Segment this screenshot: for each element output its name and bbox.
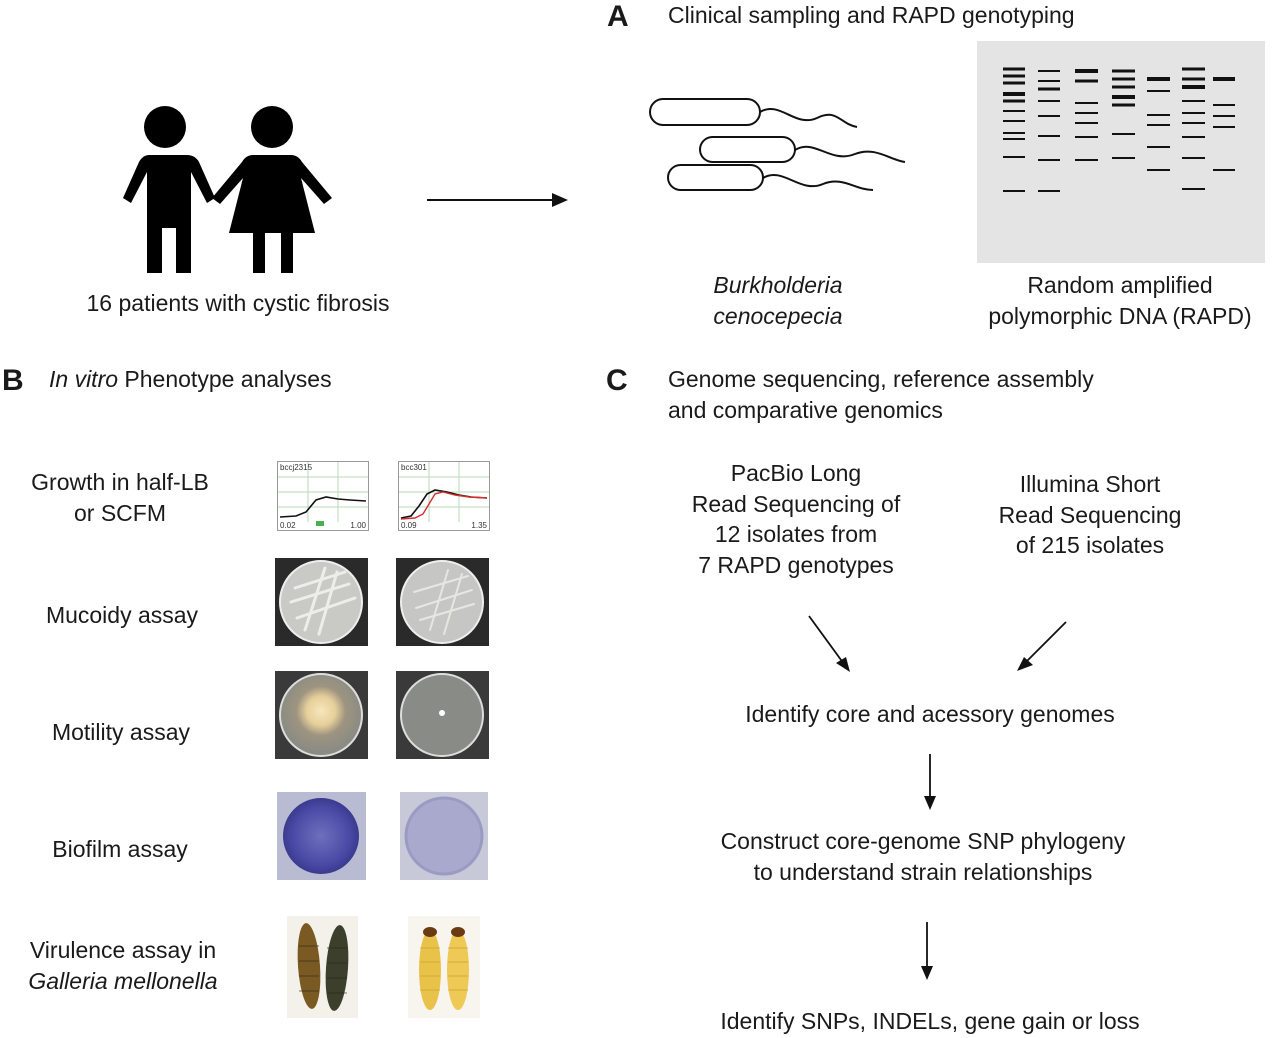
species-name-line2: cenocepecia <box>713 303 843 329</box>
step-core-accessory: Identify core and acessory genomes <box>745 701 1115 727</box>
panel-a-letter: A <box>607 0 629 33</box>
rapd-gel-image <box>977 41 1265 263</box>
illumina-line3: of 215 isolates <box>1015 532 1165 558</box>
growth-plot-2-label: bcc301 <box>401 463 427 472</box>
species-name-line1: Burkholderia <box>713 272 843 298</box>
panel-b-letter: B <box>2 364 24 397</box>
mucoidy-plate-2 <box>396 558 489 646</box>
panel-b-title: In vitro Phenotype analyses <box>49 364 332 395</box>
row-label-virulence-line2: Galleria mellonella <box>28 968 218 994</box>
step-phylogeny-line2: to understand strain relationships <box>753 859 1093 885</box>
panel-b-title-italic: In vitro <box>49 366 119 392</box>
arrow-right-icon <box>427 193 568 207</box>
patients-caption: 16 patients with cystic fibrosis <box>86 290 390 316</box>
patients-icon <box>123 106 332 273</box>
growth-plot-1-label: bccj2315 <box>280 463 313 472</box>
panel-c-title-line1: Genome sequencing, reference assembly <box>668 366 1094 392</box>
growth-plot-1: bccj2315 0.02 1.00 <box>277 461 369 531</box>
panel-c-letter: C <box>606 364 628 397</box>
growth-plot-2-xstart: 0.09 <box>401 521 417 530</box>
biofilm-well-1 <box>277 792 366 880</box>
rapd-caption-line2: polymorphic DNA (RAPD) <box>988 303 1252 329</box>
pacbio-line4: 7 RAPD genotypes <box>698 552 894 578</box>
row-label-motility: Motility assay <box>51 719 191 745</box>
growth-plot-1-xstart: 0.02 <box>280 521 296 530</box>
pacbio-line1: PacBio Long <box>730 460 862 486</box>
arrow-down-icon <box>924 754 936 810</box>
converging-arrows-icon <box>808 615 1067 672</box>
larvae-infected-image <box>287 916 358 1018</box>
row-label-growth-line2: or SCFM <box>74 500 166 526</box>
row-label-growth-line1: Growth in half-LB <box>31 469 209 495</box>
row-label-mucoidy: Mucoidy assay <box>45 602 199 628</box>
step-snps-indels: Identify SNPs, INDELs, gene gain or loss <box>720 1008 1140 1034</box>
row-label-virulence-line1: Virulence assay in <box>29 937 217 963</box>
mucoidy-plate-1 <box>275 558 368 646</box>
growth-plot-1-xend: 1.00 <box>350 521 366 530</box>
pacbio-line3: 12 isolates from <box>714 521 878 547</box>
panel-c-title-line2: and comparative genomics <box>668 397 943 423</box>
motility-plate-2 <box>396 671 489 759</box>
arrow-down-icon <box>921 922 933 980</box>
motility-plate-1 <box>275 671 368 759</box>
bacteria-icon <box>649 98 906 191</box>
step-phylogeny-line1: Construct core-genome SNP phylogeny <box>720 828 1126 854</box>
illumina-line1: Illumina Short <box>1019 471 1161 497</box>
panel-a-title: Clinical sampling and RAPD genotyping <box>668 2 1075 28</box>
larvae-healthy-image <box>408 916 480 1018</box>
rapd-caption-line1: Random amplified <box>1027 272 1213 298</box>
pacbio-line2: Read Sequencing of <box>691 491 901 517</box>
biofilm-well-2 <box>400 792 488 880</box>
growth-plot-2: bcc301 0.09 1.35 <box>398 461 490 531</box>
row-label-biofilm: Biofilm assay <box>52 836 188 862</box>
illumina-line2: Read Sequencing <box>998 502 1182 528</box>
growth-plot-2-xend: 1.35 <box>471 521 487 530</box>
panel-b-title-rest: Phenotype analyses <box>118 366 332 392</box>
